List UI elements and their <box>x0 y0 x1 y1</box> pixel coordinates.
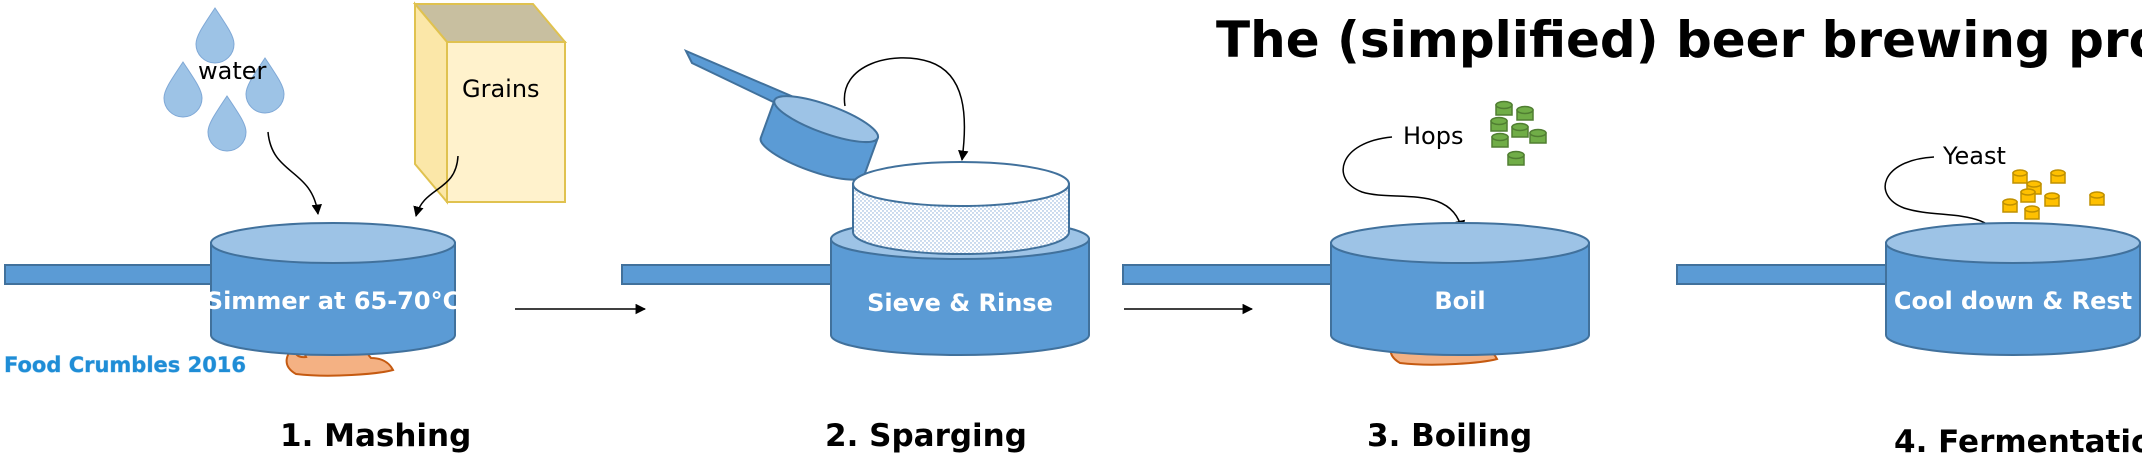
hops-icon <box>1490 100 1547 166</box>
pot-handle <box>1122 264 1356 285</box>
yeast-to-pot-arrow <box>1884 156 2007 248</box>
water-to-pot-arrow <box>267 131 322 216</box>
pot-handle <box>621 264 855 285</box>
ladle-to-sieve-arrow <box>843 57 969 162</box>
boiling-stage: Hops Boil 3. Boiling <box>1122 100 1590 454</box>
mashing-pot-text: Simmer at 65-70°C <box>206 287 460 315</box>
fermentation-stage: Yeast Cool down & Rest 4. Fermentation <box>1676 142 2142 455</box>
grains-label: Grains <box>462 75 540 103</box>
water-drops-icon <box>163 7 285 152</box>
sparging-stage: Sieve & Rinse 2. Sparging <box>621 49 1090 454</box>
boiling-pot-text: Boil <box>1434 287 1485 315</box>
mashing-pot <box>4 222 456 356</box>
water-label: water <box>198 57 267 85</box>
pot-handle <box>1676 264 1910 285</box>
ladle-icon <box>683 49 880 181</box>
step-2-label: 2. Sparging <box>825 418 1027 454</box>
grains-box-icon <box>412 1 568 205</box>
mashing-stage: water Grains Simmer at 65-70°C Food Crum… <box>4 1 568 454</box>
credit-watermark: Food Crumbles 2016 <box>4 353 246 377</box>
diagram-title: The (simplified) beer brewing process <box>1216 11 2142 69</box>
boiling-pot <box>1122 222 1590 356</box>
grains-to-pot-arrow <box>413 155 459 218</box>
hops-label: Hops <box>1403 122 1463 150</box>
hops-to-pot-arrow <box>1342 136 1466 232</box>
fermentation-pot-text: Cool down & Rest <box>1894 287 2132 315</box>
step-4-label: 4. Fermentation <box>1894 424 2142 455</box>
fermentation-pot <box>1676 222 2141 356</box>
yeast-label: Yeast <box>1942 142 2006 170</box>
sparging-pot-text: Sieve & Rinse <box>867 289 1053 317</box>
step-3-label: 3. Boiling <box>1367 418 1532 454</box>
pot-handle <box>4 264 238 285</box>
sieve-icon <box>852 161 1070 255</box>
yeast-icon <box>2002 169 2105 220</box>
step-1-label: 1. Mashing <box>280 418 471 454</box>
